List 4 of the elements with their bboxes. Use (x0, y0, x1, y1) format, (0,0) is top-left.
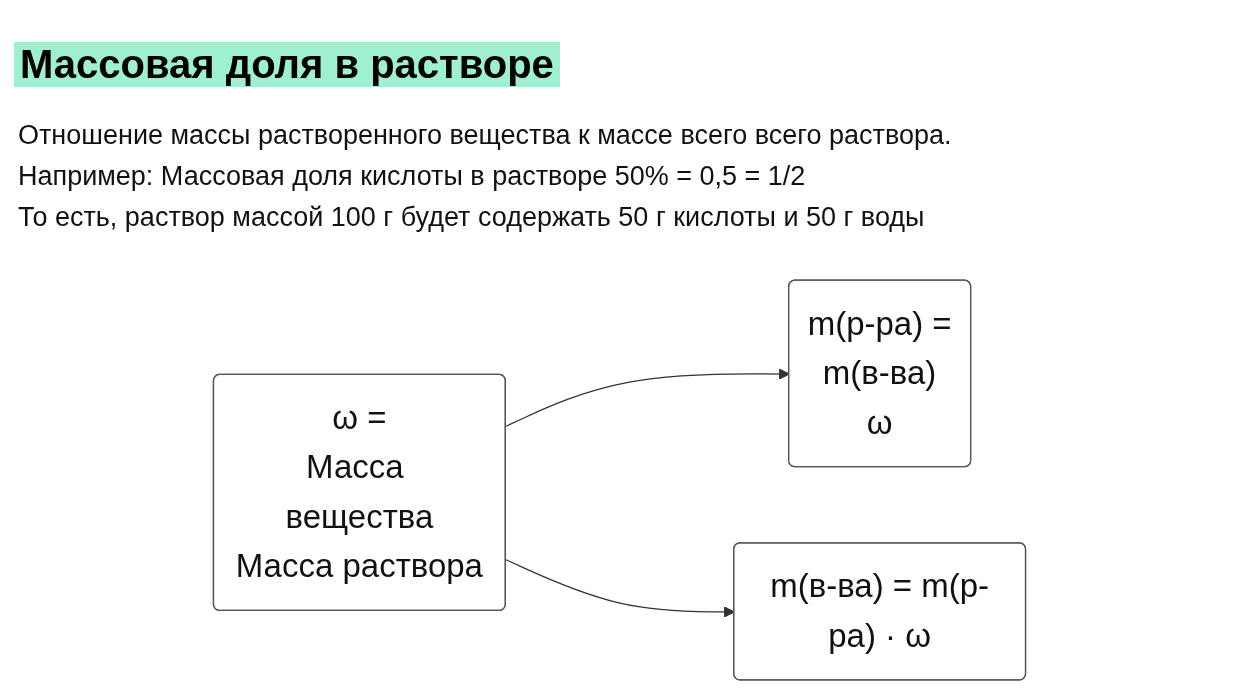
description-text: Например: Массовая доля кислоты в растворе 50% = 0,5 = 1/2 (18, 161, 807, 192)
description-text: Отношение массы растворенного вещества к массе всего всего раствора. (18, 120, 952, 151)
description-text: То есть, раствор массой 100 г будет содержать 50 г кислоты и 50 г воды (18, 202, 926, 233)
title: Массовая доля в растворе (14, 42, 560, 87)
